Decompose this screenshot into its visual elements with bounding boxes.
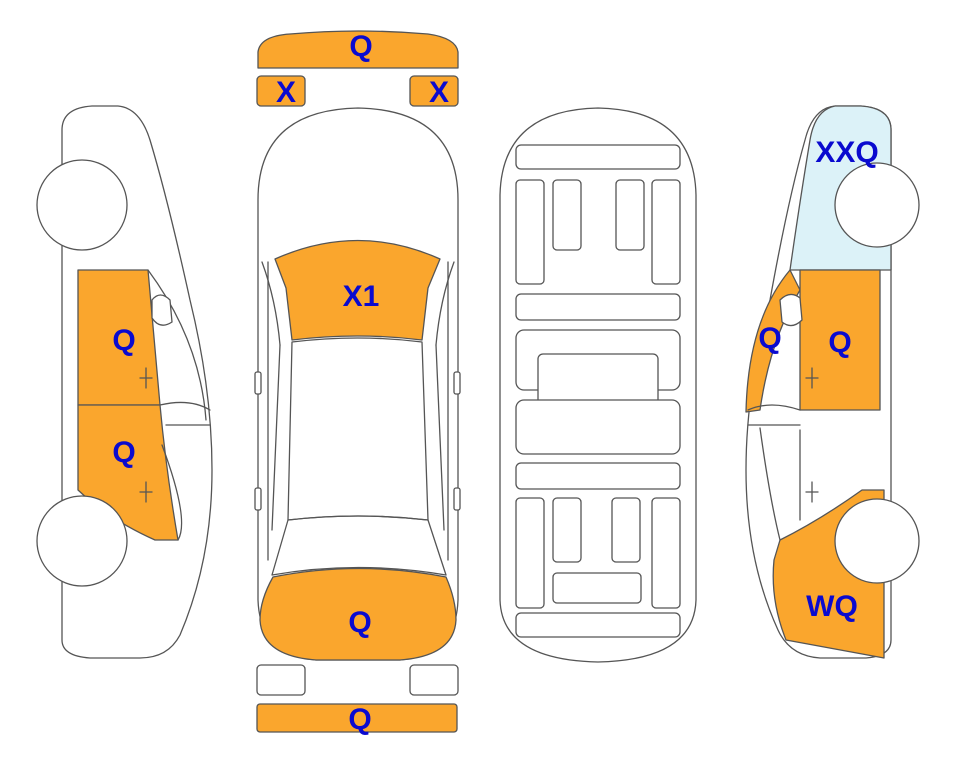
right-front-door-panel[interactable] xyxy=(799,269,881,411)
front-bumper-group xyxy=(256,30,459,107)
label-right-rear-glass: XXQ xyxy=(815,136,878,169)
front-bumper-panel[interactable] xyxy=(257,30,459,69)
label-left-rear-door: Q xyxy=(112,436,135,469)
right-rear-wheel[interactable] xyxy=(834,162,920,248)
left-front-wheel[interactable] xyxy=(36,159,128,251)
front-left-lamp[interactable] xyxy=(256,75,306,107)
left-rear-wheel[interactable] xyxy=(36,495,128,587)
left-side-view xyxy=(36,105,213,659)
roof-panel[interactable] xyxy=(287,337,429,521)
right-front-wheel[interactable] xyxy=(834,498,920,584)
rear-bumper-panel[interactable] xyxy=(256,703,458,733)
label-right-front-fender-edge: Q xyxy=(758,322,781,355)
top-view xyxy=(254,107,461,661)
label-front-bumper: Q xyxy=(349,30,372,63)
label-hood: X1 xyxy=(343,280,380,313)
hood-panel[interactable] xyxy=(274,239,441,341)
rear-left-lamp[interactable] xyxy=(256,664,306,696)
label-right-front-door: Q xyxy=(828,326,851,359)
underbody-view xyxy=(499,107,697,663)
damage-labels: Q X X X1 Q Q Q Q XXQ Q Q WQ xyxy=(112,30,878,736)
right-side-view xyxy=(745,105,920,659)
label-front-lamp-right: X xyxy=(429,76,449,109)
label-trunk: Q xyxy=(348,606,371,639)
label-right-front-fender: WQ xyxy=(806,590,858,623)
label-front-lamp-left: X xyxy=(276,76,296,109)
label-left-front-door: Q xyxy=(112,324,135,357)
trunk-panel[interactable] xyxy=(259,567,457,661)
rear-right-lamp[interactable] xyxy=(409,664,459,696)
rear-bumper-group xyxy=(256,664,459,733)
front-right-lamp[interactable] xyxy=(409,75,459,107)
label-rear-bumper: Q xyxy=(348,703,371,736)
